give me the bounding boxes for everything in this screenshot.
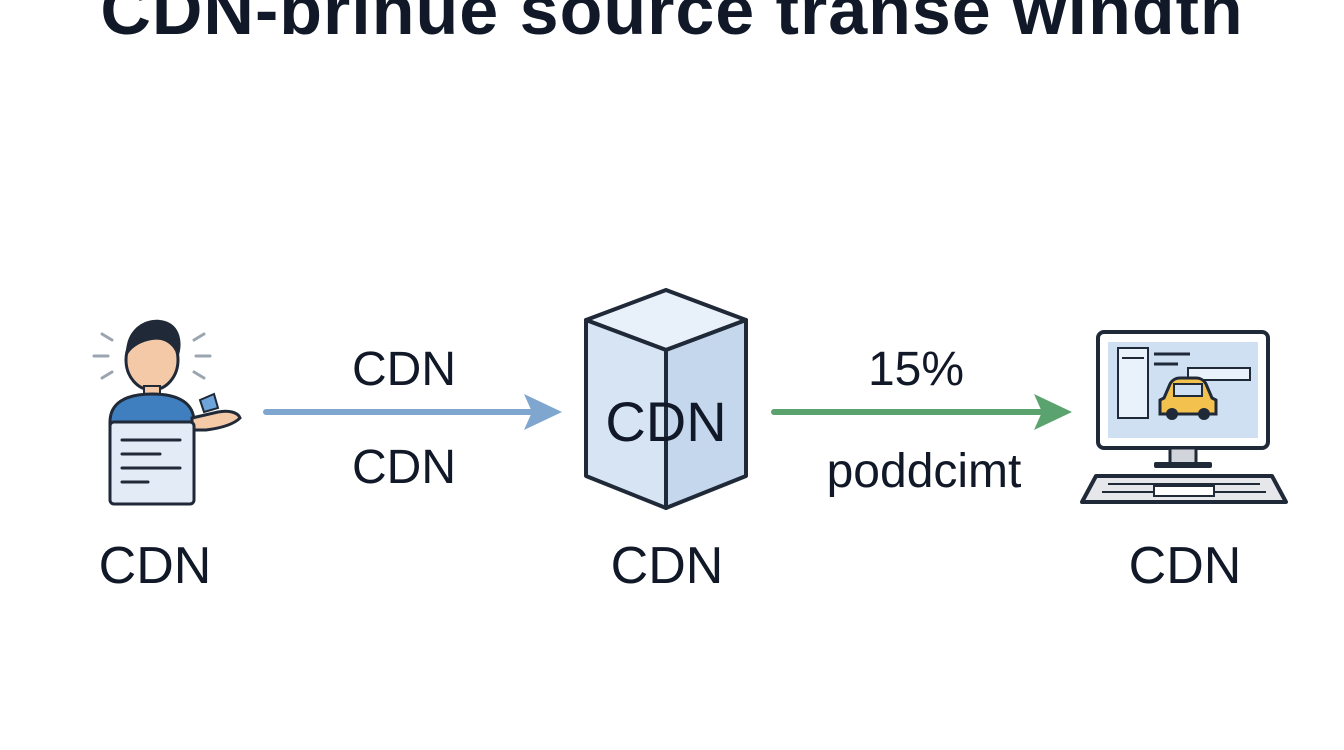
- left-edge-arrow: [262, 390, 566, 434]
- right-edge-bottom-label: poddcimt: [826, 445, 1022, 498]
- desktop-computer-icon: [1078, 328, 1290, 510]
- left-edge-bottom-label: CDN: [352, 441, 456, 494]
- right-edge-top-label: 15%: [867, 343, 965, 396]
- right-edge-arrow: [770, 390, 1076, 434]
- server-box-text: CDN: [605, 390, 727, 453]
- server-cube-icon: [580, 286, 752, 512]
- diagram-title: CDN-brinue source transe windth: [100, 0, 1244, 49]
- left-edge-top-label: CDN: [352, 343, 456, 396]
- server-node-label: CDN: [610, 537, 724, 595]
- client-node-label: CDN: [1128, 537, 1242, 595]
- user-document-icon: [88, 312, 248, 512]
- user-node-label: CDN: [98, 537, 212, 595]
